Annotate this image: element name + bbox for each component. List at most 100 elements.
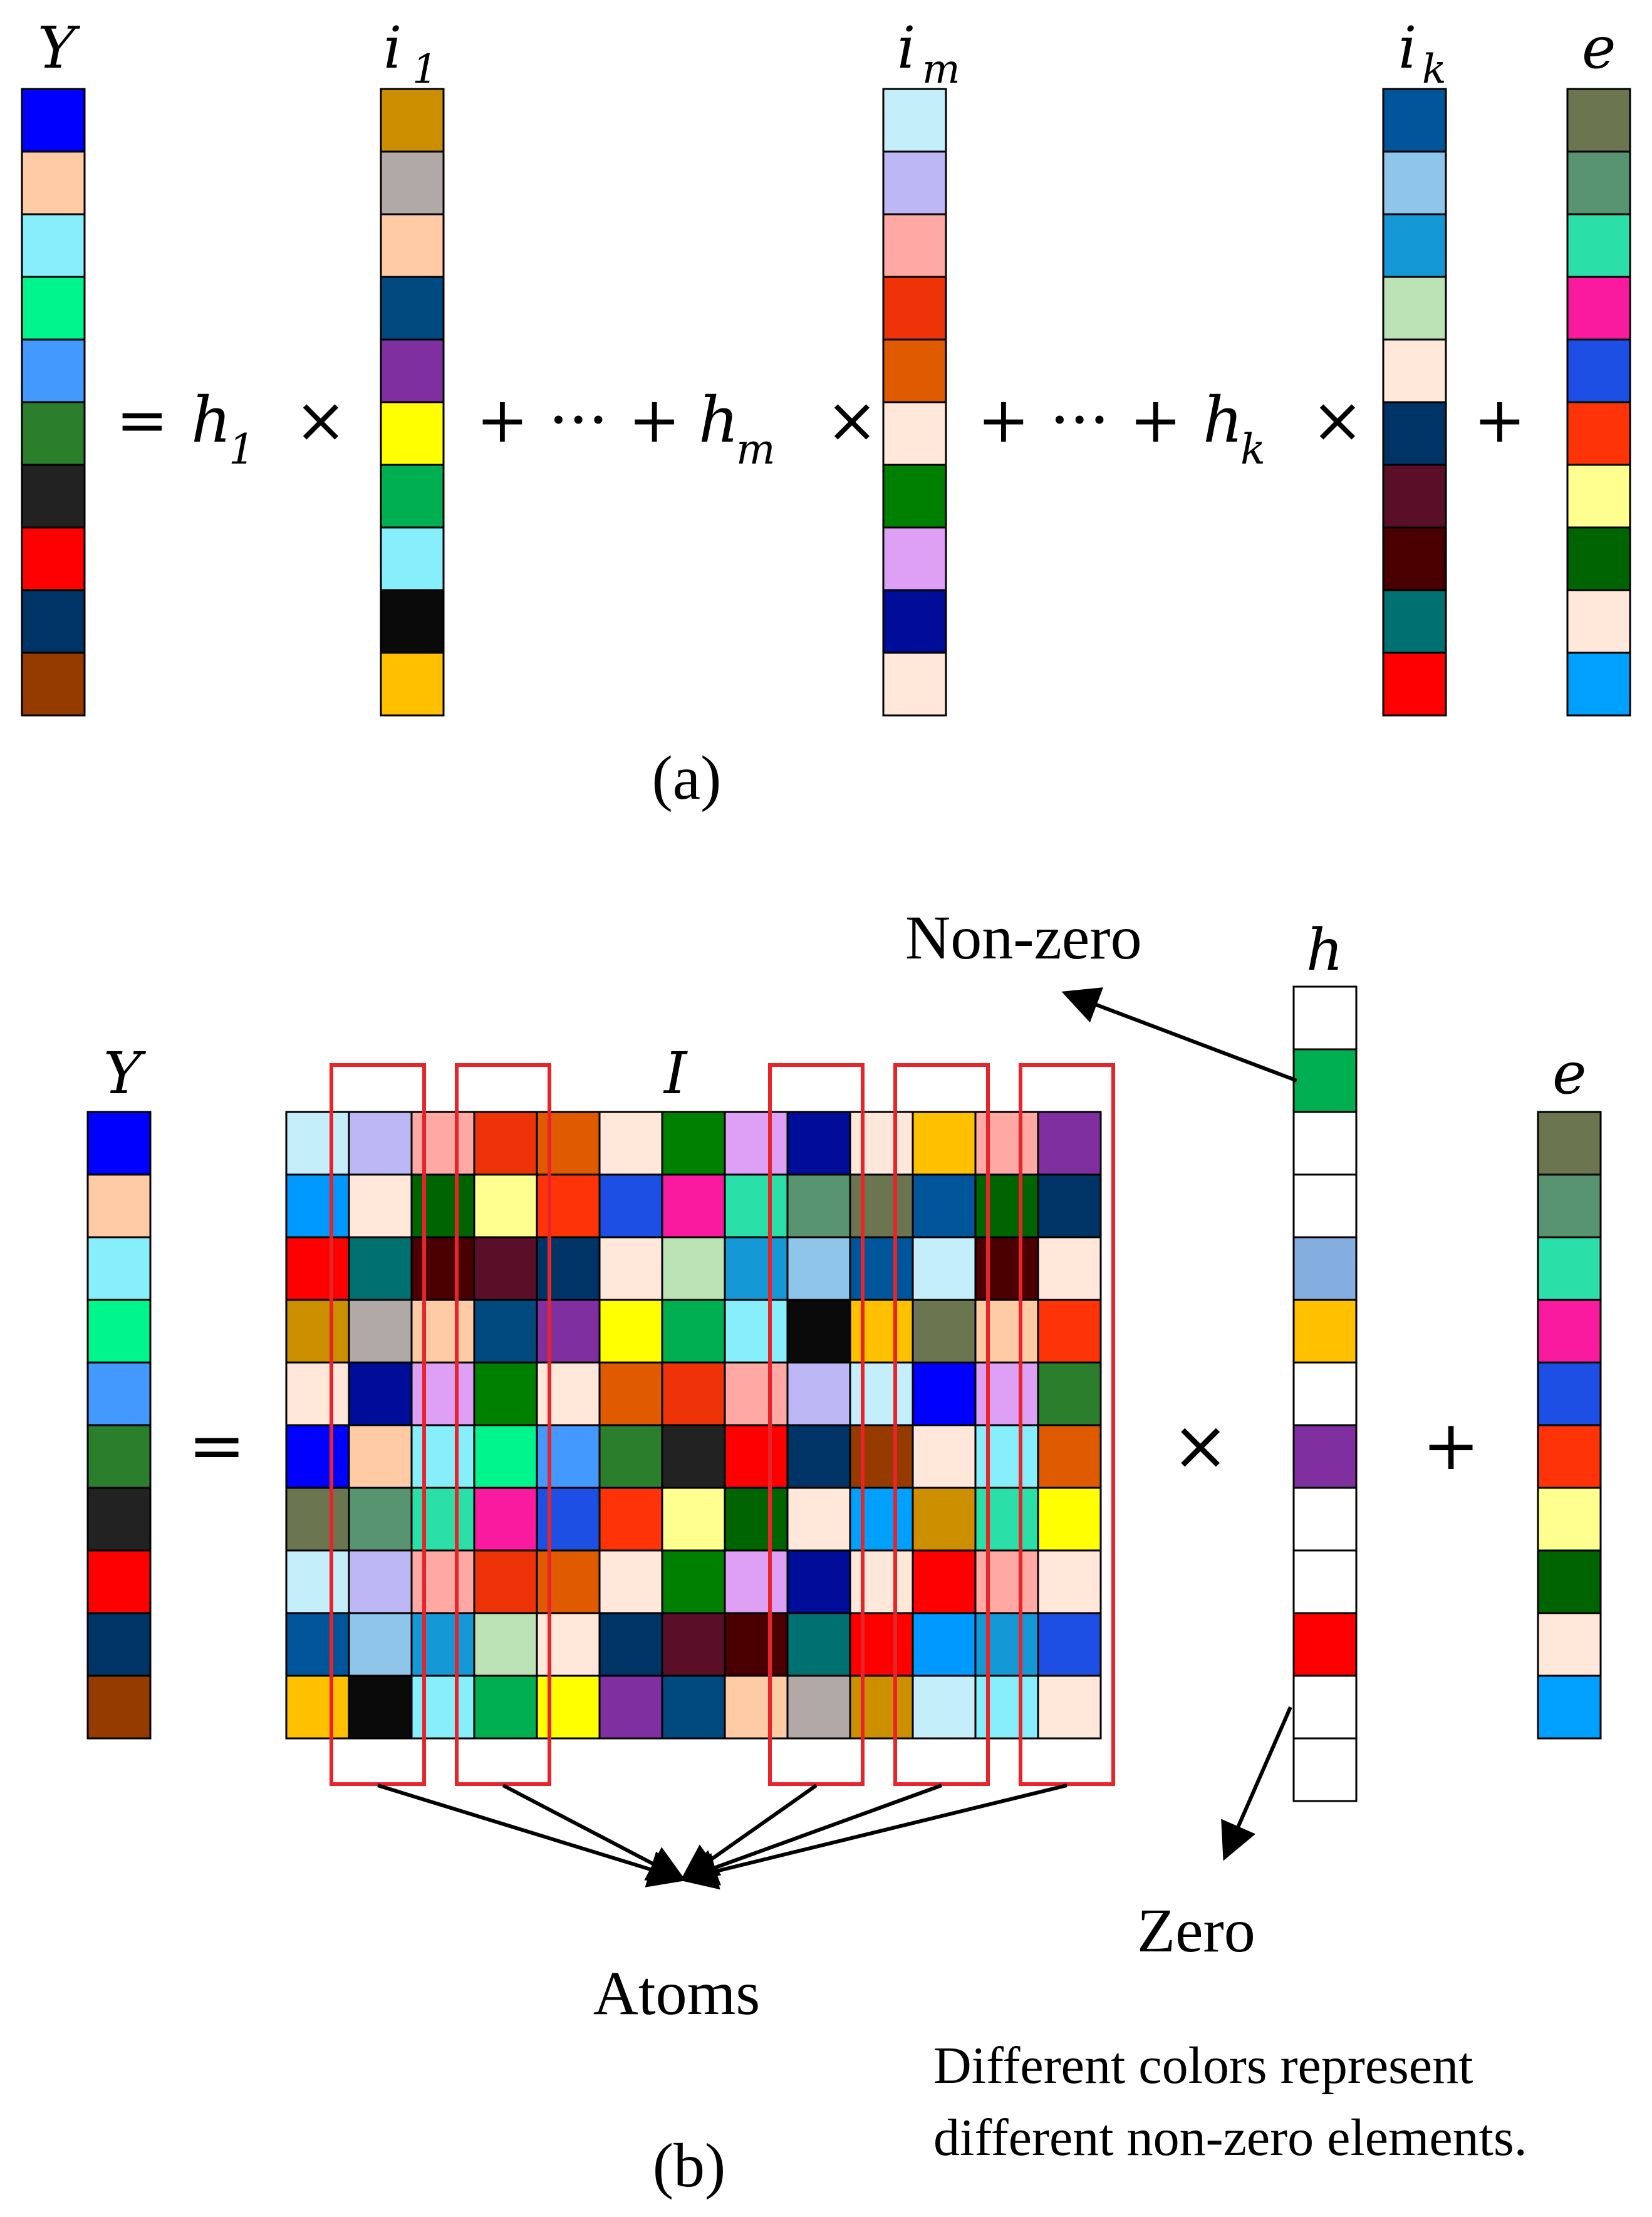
matrix-cell: [285, 1173, 350, 1238]
ik-vector-cell: [1382, 150, 1447, 215]
atom-arrow: [377, 1783, 687, 1887]
im-vector-cell: [882, 401, 947, 466]
matrix-cell: [473, 1299, 538, 1364]
nonzero-label: Non-zero: [905, 903, 1142, 972]
h1-coefficient: h: [191, 383, 231, 457]
matrix-cell: [410, 1173, 475, 1238]
i1-vector-cell: [380, 401, 445, 466]
matrix-cell: [473, 1424, 538, 1489]
i1-vector-cell: [380, 464, 445, 529]
part-b-caption: (b): [653, 2131, 726, 2200]
matrix-cell: [410, 1424, 475, 1489]
matrix-cell: [285, 1674, 350, 1740]
matrix-cell: [598, 1487, 663, 1552]
plus-dots-2: + ··· +: [977, 383, 1182, 457]
matrix-cell: [1037, 1674, 1102, 1740]
y-vector-cell: [21, 213, 86, 278]
matrix-cell: [473, 1236, 538, 1301]
matrix-cell: [849, 1487, 914, 1552]
equals-sign: =: [116, 383, 169, 457]
matrix-cell: [849, 1612, 914, 1677]
h-vector-cell: [1292, 1674, 1358, 1740]
h-vector-cell: [1292, 1048, 1358, 1113]
matrix-cell: [473, 1549, 538, 1614]
plus-sign: +: [1473, 383, 1526, 457]
matrix-cell: [661, 1361, 726, 1426]
atom-highlight: [768, 1063, 865, 1786]
hm-coefficient: h: [699, 383, 739, 457]
y-vector-b-cell: [86, 1612, 152, 1677]
i-matrix-label: I: [663, 1040, 688, 1107]
h-vector-cell: [1292, 1737, 1358, 1802]
ik-vector-cell: [1382, 88, 1447, 153]
matrix-cell: [974, 1236, 1039, 1301]
matrix-cell: [1037, 1173, 1102, 1238]
atom-arrow: [502, 1783, 687, 1881]
matrix-cell: [724, 1487, 789, 1552]
matrix-cell: [536, 1674, 601, 1740]
matrix-cell: [473, 1361, 538, 1426]
matrix-cell: [1037, 1111, 1102, 1176]
zero-label: Zero: [1137, 1896, 1255, 1965]
matrix-cell: [724, 1674, 789, 1740]
matrix-cell: [661, 1299, 726, 1364]
matrix-cell: [598, 1173, 663, 1238]
e-vector-b: [1537, 1111, 1602, 1740]
matrix-cell: [410, 1236, 475, 1301]
h-vector-cell: [1292, 1111, 1358, 1176]
matrix-cell: [1037, 1361, 1102, 1426]
im-vector-label: i: [897, 14, 915, 81]
equals-sign-b: =: [188, 1405, 246, 1485]
matrix-cell: [849, 1424, 914, 1489]
y-label-b: Y: [103, 1040, 147, 1107]
ik-vector-subscript: k: [1422, 46, 1447, 93]
matrix-cell: [598, 1424, 663, 1489]
e-vector-b-cell: [1537, 1424, 1602, 1489]
ik-vector-cell: [1382, 213, 1447, 278]
e-vector-b-cell: [1537, 1236, 1602, 1301]
matrix-cell: [285, 1549, 350, 1614]
matrix-cell: [786, 1361, 851, 1426]
hm-subscript: m: [736, 425, 776, 474]
atom-highlight: [455, 1063, 551, 1786]
matrix-cell: [598, 1612, 663, 1677]
matrix-cell: [410, 1674, 475, 1740]
matrix-cell: [598, 1361, 663, 1426]
matrix-cell: [285, 1612, 350, 1677]
e-vector: [1566, 88, 1631, 717]
matrix-cell: [974, 1299, 1039, 1364]
im-vector-cell: [882, 464, 947, 529]
matrix-cell: [724, 1361, 789, 1426]
ik-vector-cell: [1382, 526, 1447, 591]
y-vector-cell: [21, 150, 86, 215]
matrix-cell: [661, 1111, 726, 1176]
y-vector: [21, 88, 86, 717]
i1-vector-cell: [380, 526, 445, 591]
matrix-cell: [348, 1299, 413, 1364]
matrix-cell: [473, 1111, 538, 1176]
matrix-cell: [1037, 1549, 1102, 1614]
h-vector-cell: [1292, 1424, 1358, 1489]
e-vector-b-cell: [1537, 1299, 1602, 1364]
e-vector-cell: [1566, 464, 1631, 529]
matrix-cell: [786, 1487, 851, 1552]
atom-arrow: [680, 1783, 818, 1882]
matrix-cell: [1037, 1424, 1102, 1489]
h-vector-cell: [1292, 1612, 1358, 1677]
matrix-cell: [974, 1173, 1039, 1238]
y-vector-b-cell: [86, 1236, 152, 1301]
e-vector-b-cell: [1537, 1612, 1602, 1677]
i1-vector-cell: [380, 589, 445, 654]
times-sign-1: ×: [294, 383, 347, 457]
e-label-b: e: [1552, 1040, 1586, 1107]
matrix-cell: [912, 1173, 977, 1238]
e-vector-b-cell: [1537, 1111, 1602, 1176]
matrix-cell: [473, 1487, 538, 1552]
matrix-cell: [410, 1111, 475, 1176]
matrix-cell: [974, 1111, 1039, 1176]
i1-vector-cell: [380, 276, 445, 341]
ik-vector-cell: [1382, 464, 1447, 529]
matrix-cell: [285, 1424, 350, 1489]
matrix-cell: [598, 1299, 663, 1364]
